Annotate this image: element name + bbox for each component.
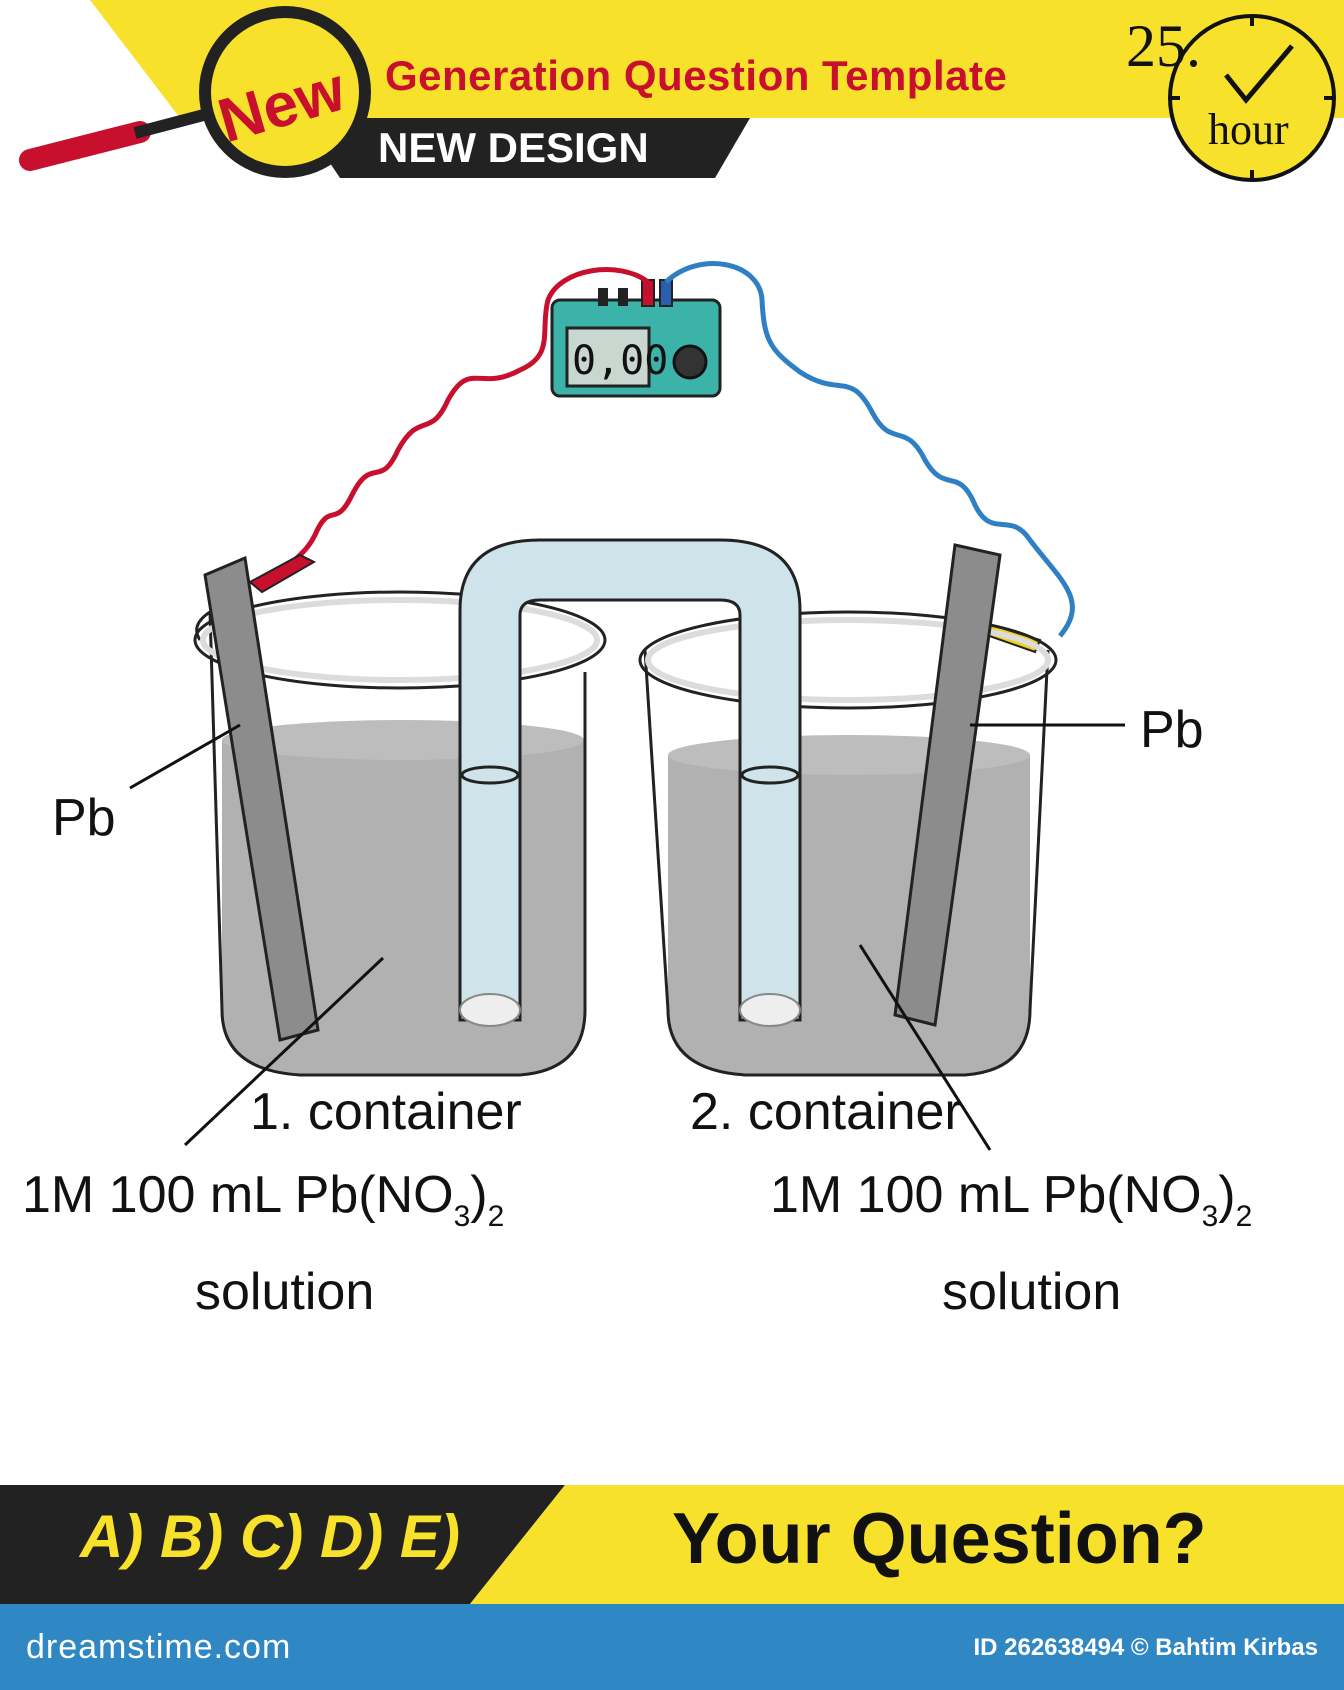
formula-left-sub1: 3 <box>453 1200 471 1233</box>
voltmeter-icon <box>550 279 722 398</box>
blue-wire <box>664 261 1075 638</box>
left-electrode <box>203 555 320 1042</box>
footer-brand[interactable]: dreamstime.com <box>26 1628 292 1666</box>
label-container-1: 1. container <box>250 1083 522 1141</box>
left-clip-icon <box>248 553 317 594</box>
label-solution-left-word: solution <box>195 1263 375 1321</box>
label-solution-left-formula: 1M 100 mL Pb(NO3)2 <box>22 1165 504 1234</box>
salt-bridge <box>458 538 802 1027</box>
label-solution-right-word: solution <box>942 1263 1122 1321</box>
leader-container-1 <box>183 956 385 1147</box>
footer-bar <box>0 1604 1344 1690</box>
meter-display: 0,00 <box>572 338 669 384</box>
magnifier-icon <box>19 6 371 178</box>
formula-left-paren: ) <box>470 1166 488 1224</box>
label-right-pb: Pb <box>1140 701 1204 759</box>
beaker-2 <box>638 610 1058 1077</box>
formula-left-main: 1M 100 mL Pb(NO <box>22 1166 454 1224</box>
hour-number: 25. <box>1126 13 1201 79</box>
red-wire <box>274 267 650 580</box>
clock-icon <box>1168 14 1336 182</box>
formula-left-sub2: 2 <box>487 1200 505 1233</box>
label-solution-right-formula: 1M 100 mL Pb(NO3)2 <box>770 1165 1252 1234</box>
right-electrode <box>893 543 1002 1027</box>
header-title: Generation Question Template <box>385 52 1008 99</box>
leader-left-pb <box>129 723 241 790</box>
hour-word: hour <box>1208 105 1289 154</box>
leader-container-2 <box>858 944 992 1151</box>
formula-right-main: 1M 100 mL Pb(NO <box>770 1166 1202 1224</box>
question-band <box>470 1485 1344 1604</box>
header-yellow-band <box>90 0 1344 118</box>
answers-band <box>0 1485 565 1604</box>
label-container-2: 2. container <box>690 1083 962 1141</box>
formula-right-sub2: 2 <box>1235 1200 1253 1233</box>
formula-right-sub1: 3 <box>1201 1200 1219 1233</box>
label-left-pb: Pb <box>52 789 116 847</box>
question-prompt: Your Question? <box>672 1499 1207 1579</box>
answer-options: A) B) C) D) E) <box>80 1503 460 1570</box>
formula-right-paren: ) <box>1218 1166 1236 1224</box>
header-subtitle: NEW DESIGN <box>378 124 649 171</box>
footer-credit: ID 262638494 © Bahtim Kirbas <box>973 1634 1318 1661</box>
header-dark-band <box>300 118 750 178</box>
